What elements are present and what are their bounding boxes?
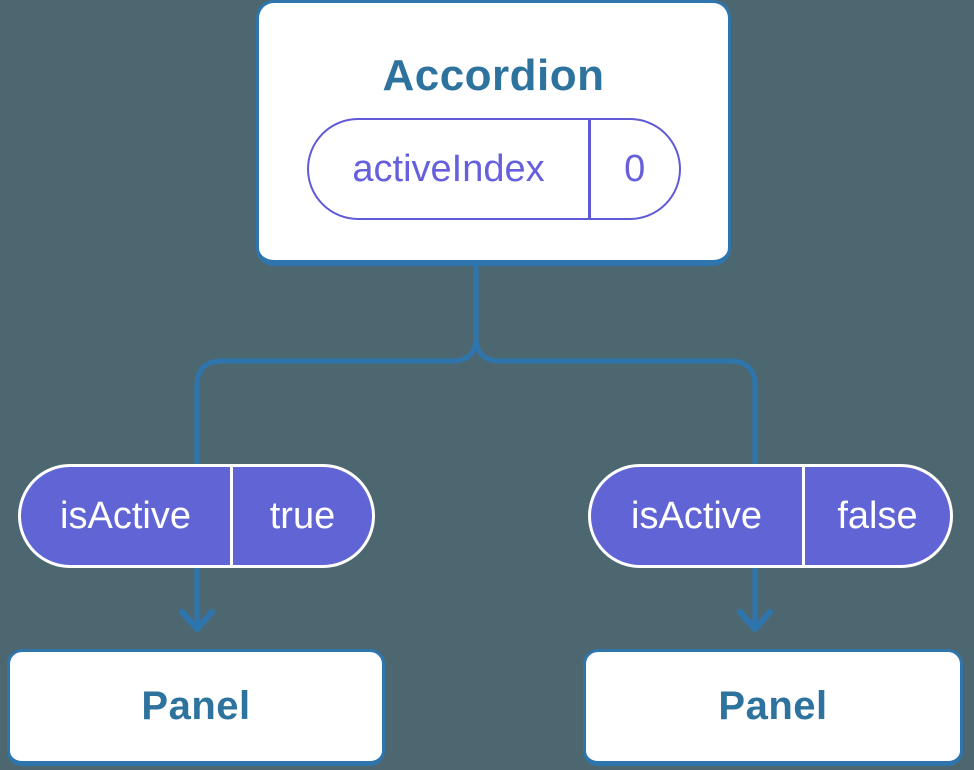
prop-pill-value: false <box>837 494 918 537</box>
panel-node-left: Panel <box>7 649 385 766</box>
connector-right-branch <box>473 264 758 626</box>
state-pill-value: 0 <box>624 147 646 190</box>
prop-pill-label: isActive <box>60 494 191 537</box>
pill-divider <box>588 120 591 218</box>
arrow-down-icon <box>737 609 773 632</box>
pill-divider <box>802 467 805 565</box>
state-pill-label: activeIndex <box>352 147 545 190</box>
connector-left-branch <box>194 264 479 626</box>
accordion-node-title: Accordion <box>382 51 605 100</box>
prop-pill-value: true <box>269 494 336 537</box>
prop-pill-label: isActive <box>631 494 762 537</box>
panel-node-title: Panel <box>141 684 251 728</box>
state-pill-activeindex: activeIndex 0 <box>307 118 681 220</box>
accordion-node: Accordion activeIndex 0 <box>256 0 731 266</box>
panel-node-right: Panel <box>583 649 963 766</box>
prop-pill-isactive-false: isActive false <box>588 464 953 568</box>
prop-pill-isactive-true: isActive true <box>18 464 375 568</box>
panel-node-title: Panel <box>718 684 828 728</box>
arrow-down-icon <box>179 609 215 632</box>
pill-divider <box>230 467 233 565</box>
